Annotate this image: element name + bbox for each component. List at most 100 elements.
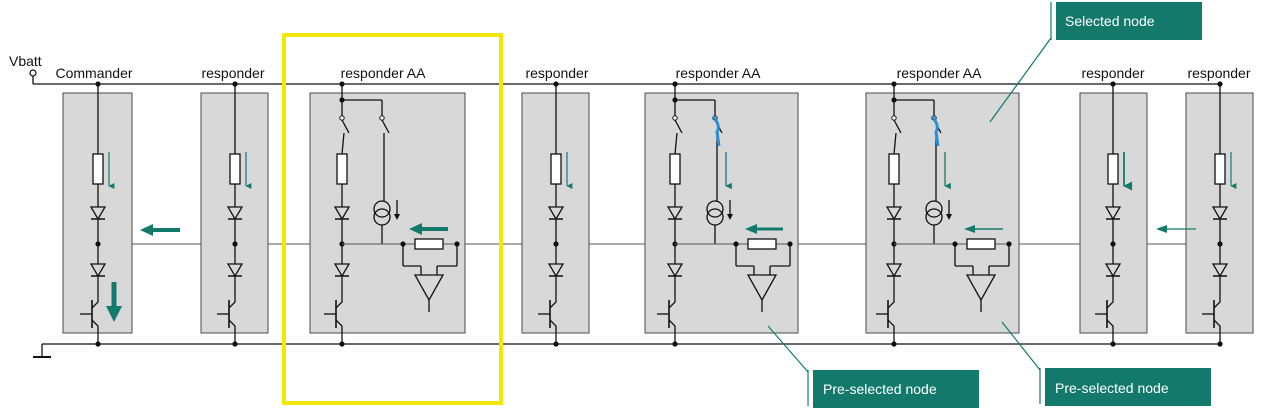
comparator-icon xyxy=(965,274,997,302)
label-responder-2: responder xyxy=(525,65,588,81)
junction-dot xyxy=(1110,241,1116,247)
switch-blade xyxy=(674,119,683,134)
junction-dot xyxy=(1217,341,1223,347)
label-responder-4: responder xyxy=(1187,65,1250,81)
junction-dot xyxy=(1217,81,1223,87)
diode-icon xyxy=(226,206,244,221)
diode-icon xyxy=(333,206,351,221)
vbatt-label: Vbatt xyxy=(9,53,42,69)
switch-contact xyxy=(379,115,385,121)
junction-dot xyxy=(95,81,101,87)
arrow-node-aa-3 xyxy=(964,225,1003,233)
junction-dot xyxy=(232,341,238,347)
transistor-collector xyxy=(1213,292,1221,309)
transistor-collector xyxy=(335,292,343,309)
resistor-icon xyxy=(550,153,562,185)
current-source-icon xyxy=(925,200,943,218)
wire xyxy=(674,132,678,155)
resistor-icon xyxy=(92,153,104,185)
callout-preselected-2-text: Pre-selected node xyxy=(1055,380,1169,396)
transistor-emitter xyxy=(335,319,343,338)
wire xyxy=(341,132,345,155)
junction-dot xyxy=(95,241,101,247)
diode-icon xyxy=(1211,263,1229,278)
current-source-icon xyxy=(373,200,391,218)
junction-dot xyxy=(339,81,345,87)
comparator-icon xyxy=(413,274,445,302)
diode-icon xyxy=(1104,263,1122,278)
arrow-to-commander xyxy=(140,224,180,236)
transistor-emitter xyxy=(1213,319,1221,338)
diode-icon xyxy=(666,263,684,278)
switch-blade xyxy=(893,119,902,134)
transistor-emitter xyxy=(1106,319,1114,338)
junction-dot xyxy=(672,81,678,87)
diode-icon xyxy=(885,206,903,221)
junction-dot xyxy=(232,81,238,87)
arrow-node-aa-1 xyxy=(409,223,448,235)
resistor-icon xyxy=(1214,153,1226,185)
transistor-collector xyxy=(1106,292,1114,309)
callout-selected-text: Selected node xyxy=(1065,13,1155,29)
transistor-collector xyxy=(887,292,895,309)
label-responder-3: responder xyxy=(1081,65,1144,81)
node-circuits xyxy=(80,81,1237,347)
node-boxes xyxy=(62,92,1254,334)
wire xyxy=(893,132,897,155)
switch-contact xyxy=(339,115,345,121)
label-commander: Commander xyxy=(55,65,132,81)
blue-current-path xyxy=(711,115,721,147)
junction-dot xyxy=(672,341,678,347)
transistor-collector xyxy=(91,292,99,309)
arrow-commander-transistor xyxy=(106,282,122,322)
highlight-frame xyxy=(282,33,503,405)
switch-contact xyxy=(891,115,897,121)
cs-arrowhead xyxy=(727,214,733,220)
callout-selected: Selected node xyxy=(989,2,1202,123)
resistor-icon xyxy=(888,153,900,185)
transistor-emitter xyxy=(549,319,557,338)
diode-icon xyxy=(333,263,351,278)
resistor-icon xyxy=(414,238,444,250)
comparator-icon xyxy=(746,274,778,302)
diode-icon xyxy=(1211,206,1229,221)
junction-dot xyxy=(339,341,345,347)
diode-icon xyxy=(547,206,565,221)
resistor-icon xyxy=(336,153,348,185)
junction-dot xyxy=(1110,341,1116,347)
diode-icon xyxy=(1104,206,1122,221)
cs-arrowhead xyxy=(394,214,400,220)
junction-dot xyxy=(1217,241,1223,247)
transistor-collector xyxy=(549,292,557,309)
transistor-emitter xyxy=(228,319,236,338)
cs-arrowhead xyxy=(946,214,952,220)
junction-dot xyxy=(891,341,897,347)
resistor-icon xyxy=(669,153,681,185)
diode-icon xyxy=(547,263,565,278)
resistor-icon xyxy=(1107,153,1119,185)
diode-icon xyxy=(89,263,107,278)
junction-dot xyxy=(232,241,238,247)
node-box-responder-aa-1 xyxy=(309,92,466,334)
callout-preselected-1: Pre-selected node xyxy=(767,325,979,408)
diode-icon xyxy=(885,263,903,278)
vbatt-terminal xyxy=(29,69,37,77)
diode-icon xyxy=(666,206,684,221)
switch-blade xyxy=(381,119,390,134)
transistor-collector xyxy=(668,292,676,309)
resistor-icon xyxy=(747,238,777,250)
label-responder-aa-1: responder AA xyxy=(341,65,426,81)
diode-icon xyxy=(226,263,244,278)
transistor-emitter xyxy=(668,319,676,338)
callout-preselected-1-text: Pre-selected node xyxy=(823,381,937,397)
switch-blade xyxy=(341,119,350,134)
label-responder-1: responder xyxy=(201,65,264,81)
transistor-emitter xyxy=(887,319,895,338)
callout-preselected-2: Pre-selected node xyxy=(1001,321,1211,406)
junction-dot xyxy=(553,341,559,347)
junction-dot xyxy=(891,81,897,87)
diode-icon xyxy=(89,206,107,221)
resistor-icon xyxy=(966,238,996,250)
junction-dot xyxy=(1110,81,1116,87)
